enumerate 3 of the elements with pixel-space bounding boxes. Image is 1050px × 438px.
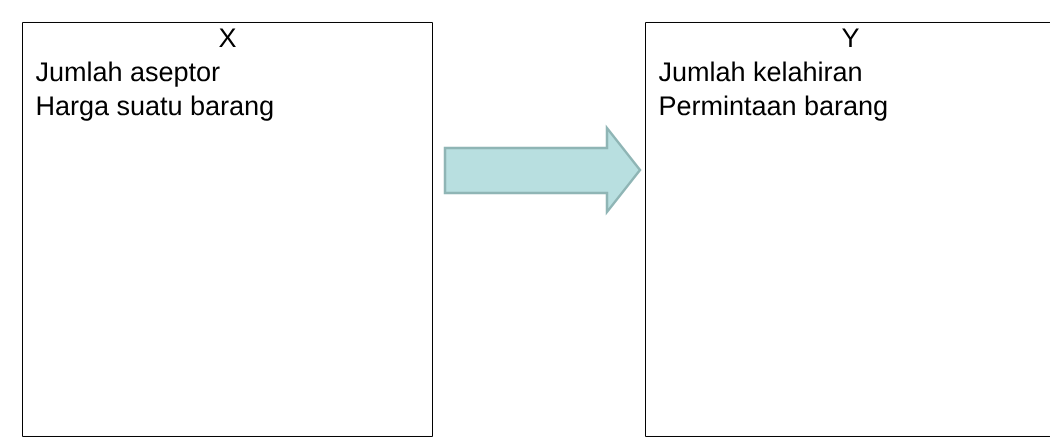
text-box: Y Jumlah kelahiran Permintaan barang <box>645 22 1050 437</box>
block-arrow <box>443 124 642 216</box>
text-box: X Jumlah aseptor Harga suatu barang <box>22 22 433 437</box>
